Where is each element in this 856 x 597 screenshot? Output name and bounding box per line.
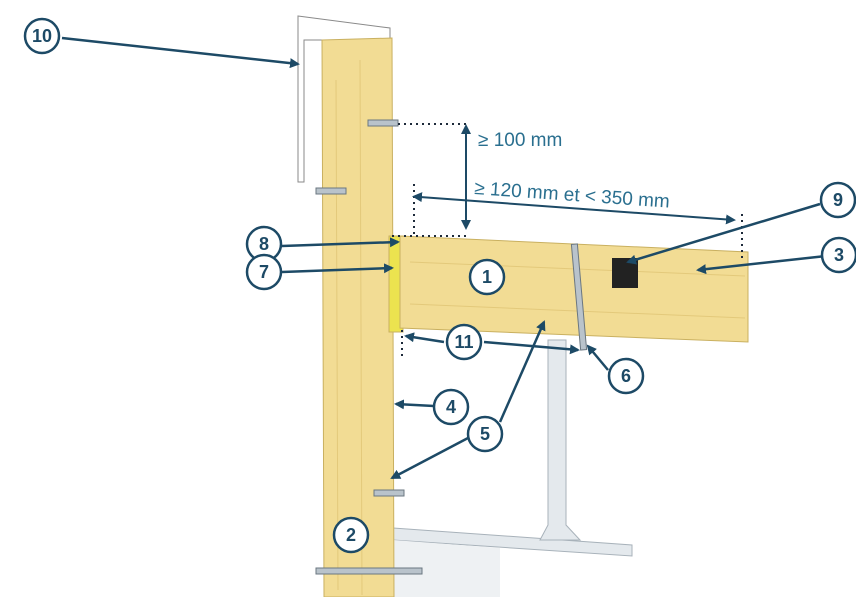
svg-text:2: 2 <box>346 525 356 545</box>
dimension-arrows <box>412 124 736 230</box>
callout-5: 5 <box>466 415 504 453</box>
svg-text:1: 1 <box>482 267 492 287</box>
callout-2: 2 <box>332 516 370 554</box>
svg-text:4: 4 <box>446 397 456 417</box>
callout-3: 3 <box>820 236 856 274</box>
vertical-wood-post <box>321 37 395 597</box>
cladding-plate <box>297 15 391 183</box>
svg-text:8: 8 <box>259 234 269 254</box>
svg-text:6: 6 <box>621 366 631 386</box>
svg-text:10: 10 <box>32 26 52 46</box>
callout-6: 6 <box>607 357 645 395</box>
callout-11: 11 <box>445 323 483 361</box>
dimension-vertical-label: ≥ 100 mm <box>478 130 562 151</box>
svg-text:5: 5 <box>480 424 490 444</box>
callout-9: 9 <box>819 181 856 219</box>
callout-1: 1 <box>468 258 506 296</box>
svg-text:11: 11 <box>454 332 473 352</box>
callout-10: 10 <box>23 17 61 55</box>
leader-arrows <box>61 36 827 480</box>
callout-7: 7 <box>245 253 283 291</box>
steel-beam <box>392 321 633 597</box>
callout-4: 4 <box>432 388 470 426</box>
svg-text:7: 7 <box>259 262 269 282</box>
black-block <box>612 258 638 288</box>
callouts: 10 8 7 1 9 3 11 6 <box>23 17 856 554</box>
svg-text:3: 3 <box>834 245 844 265</box>
svg-text:9: 9 <box>833 190 843 210</box>
